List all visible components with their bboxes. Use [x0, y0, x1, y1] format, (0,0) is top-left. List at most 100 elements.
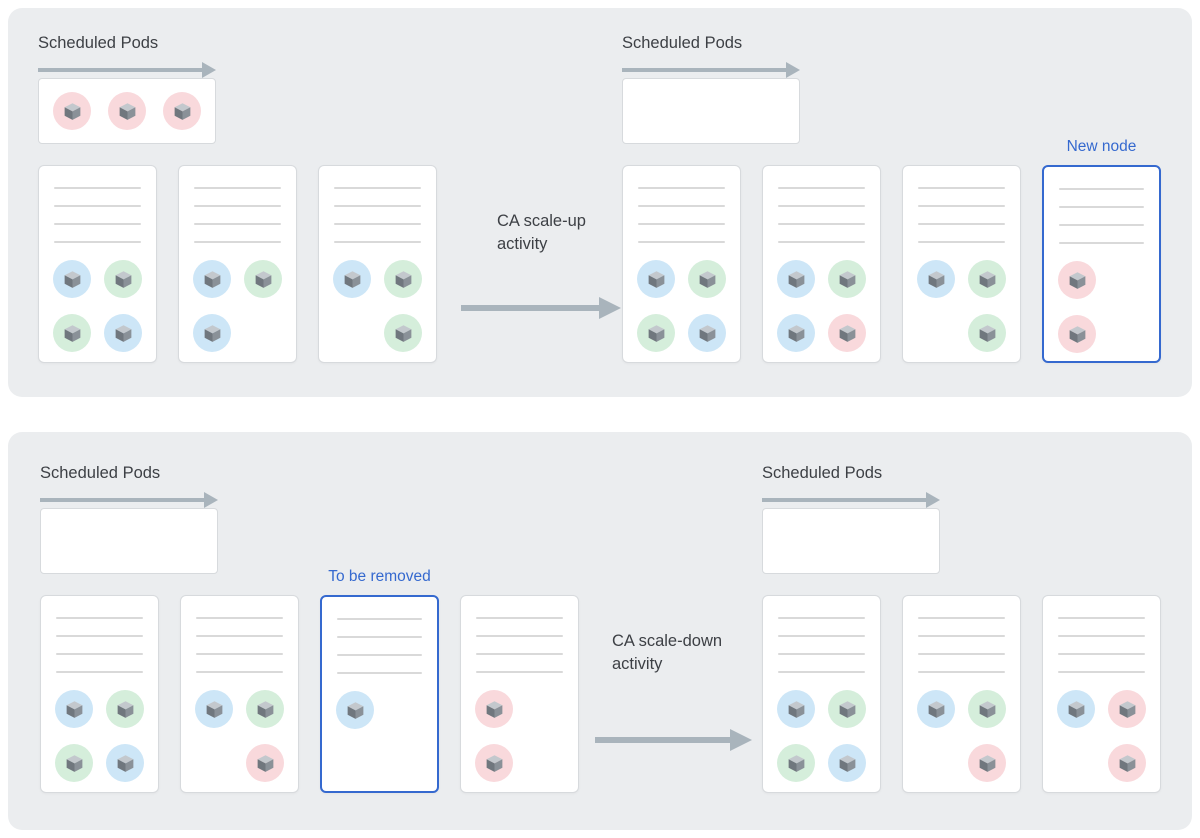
node-highlight-label: To be removed [328, 568, 431, 585]
placeholder-line [54, 205, 141, 207]
pod-slot-empty [526, 744, 564, 782]
node-highlight-label: New node [1066, 138, 1137, 155]
pod-green [637, 314, 675, 352]
placeholder-line [918, 671, 1005, 673]
cube-icon [66, 754, 82, 772]
cube-icon [486, 700, 502, 718]
placeholder-line [476, 617, 563, 619]
placeholder-line [334, 241, 421, 243]
scheduled-pods-arrow [40, 492, 218, 508]
node-cards-row: To be removed [40, 568, 579, 793]
cube-icon [788, 324, 804, 342]
pod-blue [336, 691, 374, 729]
placeholder-line [778, 653, 865, 655]
node-pods [777, 260, 866, 352]
placeholder-line [638, 241, 725, 243]
group-right: Scheduled Pods [762, 464, 1161, 793]
placeholder-line [334, 223, 421, 225]
cube-icon [64, 270, 80, 288]
placeholder-line [778, 671, 865, 673]
placeholder-line [337, 636, 422, 638]
pod-pink [1108, 690, 1146, 728]
cube-icon [174, 102, 190, 120]
placeholder-line [1059, 242, 1144, 244]
cube-icon [344, 270, 360, 288]
node-pods [637, 260, 726, 352]
activity-label: CA scale-down activity [612, 632, 723, 673]
pending-pods-box [38, 78, 216, 144]
node-text-placeholder [319, 166, 436, 243]
cube-icon [257, 700, 273, 718]
node-pods [917, 690, 1006, 782]
node-cards-row [38, 165, 437, 363]
placeholder-line [54, 223, 141, 225]
placeholder-line [337, 654, 422, 656]
placeholder-line [778, 223, 865, 225]
placeholder-line [334, 187, 421, 189]
placeholder-line [778, 205, 865, 207]
group-left: Scheduled Pods [38, 34, 437, 363]
cube-icon [788, 700, 804, 718]
pod-green [55, 744, 93, 782]
placeholder-line [196, 635, 283, 637]
pod-pink [1058, 261, 1096, 299]
pending-pods-box [40, 508, 218, 574]
node-card [40, 595, 159, 793]
node-pods [917, 260, 1006, 352]
scheduled-pods-arrow [762, 492, 940, 508]
placeholder-line [56, 671, 143, 673]
pod-blue [688, 314, 726, 352]
pod-green [968, 260, 1006, 298]
pod-slot-empty [1057, 744, 1095, 782]
pod-blue [104, 314, 142, 352]
cube-icon [115, 270, 131, 288]
pod-blue [106, 744, 144, 782]
pod-blue [193, 314, 231, 352]
node-text-placeholder [461, 596, 578, 673]
pod-blue [195, 690, 233, 728]
pod-green [384, 260, 422, 298]
cube-icon [979, 754, 995, 772]
cube-icon [788, 754, 804, 772]
cube-icon [839, 700, 855, 718]
pod-pink [163, 92, 201, 130]
pod-blue [1057, 690, 1095, 728]
pod-green [53, 314, 91, 352]
placeholder-line [54, 187, 141, 189]
placeholder-line [1059, 188, 1144, 190]
placeholder-line [1058, 617, 1145, 619]
pod-pink [475, 744, 513, 782]
cube-icon [839, 324, 855, 342]
placeholder-line [638, 205, 725, 207]
pod-slot-empty [336, 745, 374, 783]
pod-pink [246, 744, 284, 782]
pod-slot-empty [526, 690, 564, 728]
placeholder-line [1058, 653, 1145, 655]
placeholder-line [778, 187, 865, 189]
pod-green [828, 690, 866, 728]
pod-pink [828, 314, 866, 352]
placeholder-line [778, 617, 865, 619]
node-text-placeholder [41, 596, 158, 673]
placeholder-line [778, 241, 865, 243]
node-pods [1057, 690, 1146, 782]
node-pods [53, 260, 142, 352]
node-card [762, 595, 881, 793]
node-text-placeholder [1044, 167, 1159, 244]
pod-pink [968, 744, 1006, 782]
placeholder-line [918, 635, 1005, 637]
cube-icon [1069, 325, 1085, 343]
cube-icon [395, 270, 411, 288]
placeholder-line [1058, 635, 1145, 637]
panel-scale-up: Scheduled Pods CA scale-up activity Schedu… [8, 8, 1192, 397]
placeholder-line [476, 635, 563, 637]
activity-arrow [595, 729, 752, 751]
activity-label: CA scale-up activity [497, 212, 586, 253]
cube-icon [117, 754, 133, 772]
placeholder-line [918, 223, 1005, 225]
node-pods [195, 690, 284, 782]
placeholder-line [194, 205, 281, 207]
cube-icon [788, 270, 804, 288]
pod-slot-empty [195, 744, 233, 782]
